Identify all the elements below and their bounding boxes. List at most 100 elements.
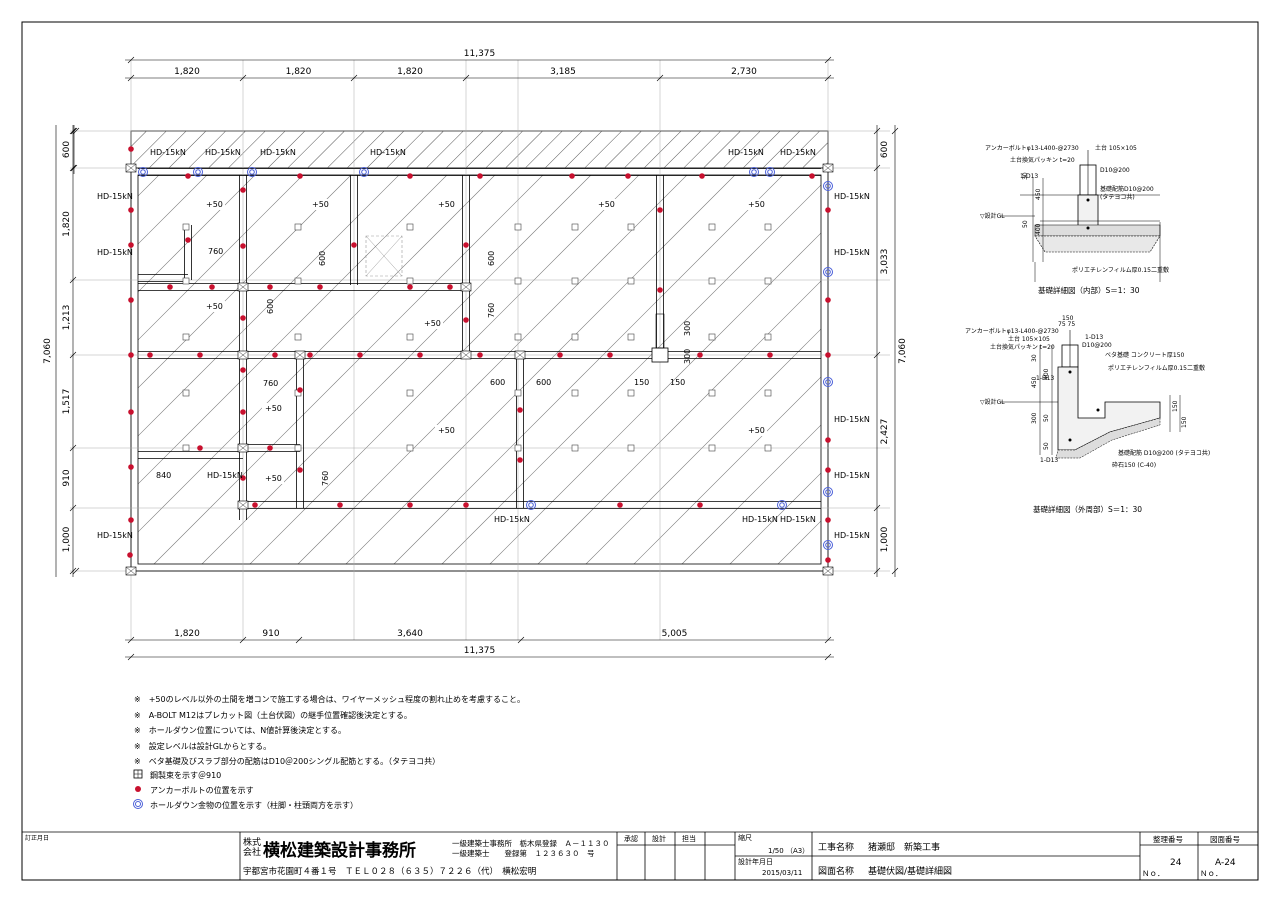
title-block-frame (22, 831, 1258, 880)
level-label: +50 (438, 200, 455, 209)
dim-tick (127, 653, 135, 661)
steel-post (514, 444, 522, 452)
anchor-bolt (197, 352, 203, 358)
slab-hatch-line (489, 232, 821, 564)
steel-post (294, 333, 302, 341)
anchor-bolt (267, 445, 273, 451)
holddown-marker-inner (779, 502, 785, 508)
outer-label: 1-D13 (1036, 375, 1054, 382)
left-segment-dim-label: 1,517 (62, 389, 72, 415)
anchor-bolt (252, 502, 258, 508)
license-info: 一級建築士事務所 栃木県登録 Ａ－１１３０ 一級建築士 登録第 １２３６３０ 号 (452, 839, 610, 859)
holddown-marker (823, 181, 833, 191)
dim-tick (69, 164, 77, 172)
anchor-bolt (185, 173, 191, 179)
holddown-icon (133, 799, 143, 809)
holddown-marker-inner (195, 169, 201, 175)
inner-dim: 600 (490, 378, 505, 387)
inner-gl: ▽設計GL (980, 212, 1005, 220)
legend-text: アンカーボルトの位置を示す (150, 786, 254, 795)
steel-post (514, 223, 522, 231)
dim-tick (239, 636, 247, 644)
slab-hatch-line (138, 175, 208, 245)
top-segment-dim-label: 3,185 (550, 67, 576, 77)
anchor-bolt (407, 173, 413, 179)
inner-label: アンカーボルトφ13-L400-@2730 (985, 144, 1079, 152)
top-segment-dim-label: 2,730 (731, 67, 757, 77)
holddown-marker-inner (751, 169, 757, 175)
hd-label: HD-15kN (742, 515, 778, 524)
inner-dim: 600 (266, 299, 275, 314)
slab-hatch-line (138, 175, 496, 533)
level-label: +50 (748, 200, 765, 209)
steel-post (294, 277, 302, 285)
anchor-bolt (128, 297, 134, 303)
inner-dim: 600 (487, 251, 496, 266)
steel-post (764, 444, 772, 452)
anchor-bolt (240, 243, 246, 249)
holddown-marker (777, 500, 787, 510)
inner-dim: 840 (156, 471, 171, 480)
company-prefix-1: 株式 (243, 838, 262, 848)
steel-post (571, 223, 579, 231)
grid-lines (70, 60, 890, 640)
bottom-total-dim-label: 11,375 (464, 646, 496, 656)
inner-label: (タテヨコ共) (1100, 193, 1135, 201)
date-label: 設計年月日 (738, 858, 773, 866)
right-segment-dim-label: 1,000 (880, 526, 890, 552)
note-mark: ※ (134, 757, 141, 766)
outer-caption: 基礎詳細図（外周部）S＝1：30 (1033, 504, 1142, 514)
hd-label: HD-15kN (205, 148, 241, 157)
holddown-marker-inner (825, 542, 831, 548)
outer-dim: 50 (1043, 442, 1050, 450)
anchor-bolt (699, 173, 705, 179)
inner-dim: 400 (1035, 223, 1042, 235)
notes-block: ※ +50のレベル以外の土間を増コンで施工する場合は、ワイヤーメッシュ程度の割れ… (134, 692, 525, 770)
dim-tick (72, 567, 80, 575)
inner-label: 1-D13 (1020, 173, 1038, 180)
level-label: +50 (424, 319, 441, 328)
holddown-marker-inner (528, 502, 534, 508)
inner-label: 土台換気パッキン t=20 (1010, 156, 1075, 164)
company-prefix: 株式 会社 (243, 838, 261, 858)
holddown-marker-inner (361, 169, 367, 175)
anchor-bolt (569, 173, 575, 179)
anchor-bolt (607, 352, 613, 358)
outer-footing (130, 167, 829, 572)
steel-post (708, 223, 716, 231)
steel-post (708, 389, 716, 397)
hd-label: HD-15kN (97, 248, 133, 257)
inner-label: 基礎配筋D10@200 (1100, 185, 1154, 193)
anchor-bolt (825, 467, 831, 473)
file-no-label: 整理番号 (1153, 835, 1183, 844)
inner-label: ポリエチレンフィルム厚0.15二重敷 (1072, 266, 1169, 274)
holddown-marker-inner (825, 489, 831, 495)
dim-tick (69, 276, 77, 284)
holddown-marker (749, 167, 759, 177)
steel-post (708, 333, 716, 341)
inner-dim: 30 (1022, 172, 1029, 180)
slab-hatch-line (138, 175, 448, 485)
holddown-marker (247, 167, 257, 177)
dim-tick (656, 74, 664, 82)
dim-tick (824, 56, 832, 64)
anchor-bolt (517, 457, 523, 463)
anchor-bolt-icon (135, 786, 141, 792)
level-label: +50 (265, 474, 282, 483)
dim-tick (69, 351, 77, 359)
dim-tick (127, 74, 135, 82)
outer-label: 土台 105×105 (1008, 335, 1050, 343)
inner-dim: 450 (1035, 188, 1042, 200)
dim-tick (873, 504, 881, 512)
inner-dim: 150 (670, 378, 685, 387)
anchor-bolt (463, 242, 469, 248)
slab-hatch-line (138, 175, 304, 341)
outer-label: 基礎配筋 D10@200 (タテヨコ共) (1118, 449, 1210, 457)
hd-label: HD-15kN (260, 148, 296, 157)
inner-label: 土台 105×105 (1095, 144, 1137, 152)
anchor-bolt (240, 367, 246, 373)
steel-post (571, 277, 579, 285)
holddown-marker-inner (767, 169, 773, 175)
note-text: ホールダウン位置については、N値計算後決定とする。 (148, 726, 347, 735)
anchor-bolts (127, 146, 831, 563)
